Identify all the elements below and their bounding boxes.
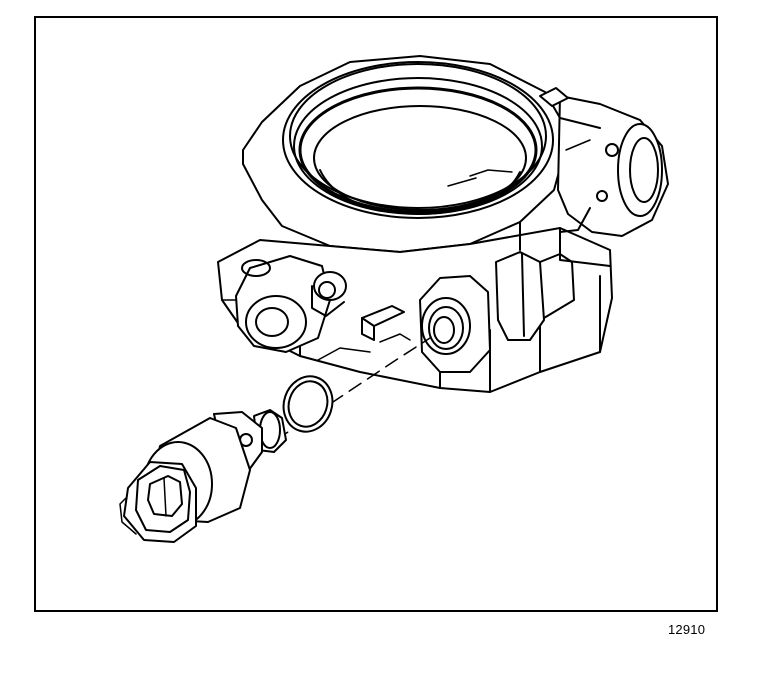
o-ring [282,375,334,433]
figure-number: 12910 [668,622,706,637]
throttle-body [217,55,669,393]
sensor-assembly [119,409,287,543]
